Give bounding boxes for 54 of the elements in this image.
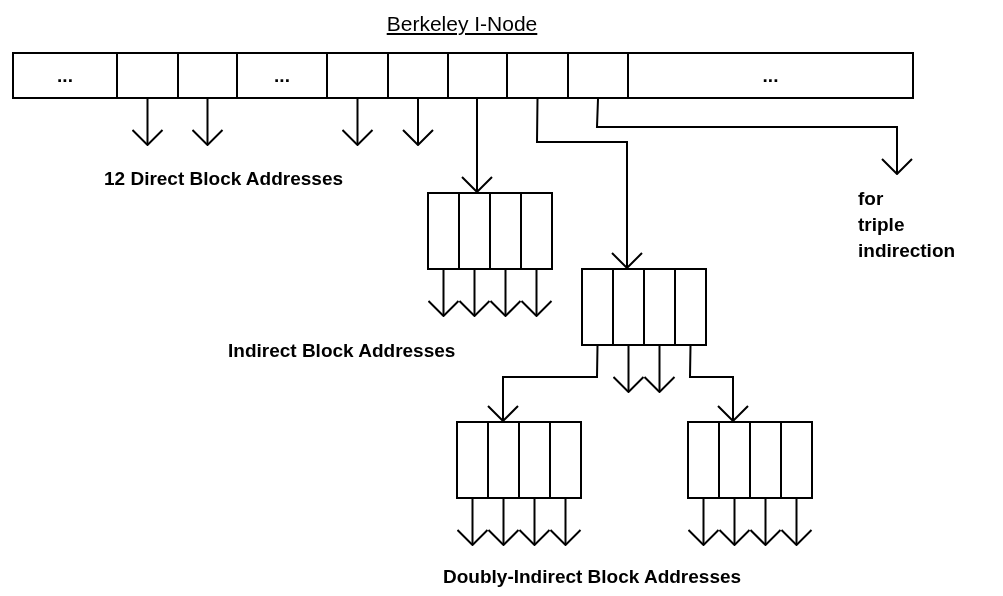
caption-label: 12 Direct Block Addresses [104, 168, 344, 190]
address-cell [520, 192, 553, 270]
address-cell [612, 268, 645, 346]
address-cell [518, 421, 551, 499]
arrow [456, 498, 489, 546]
address-cell [456, 421, 489, 499]
arrow [489, 269, 522, 317]
arrow [536, 98, 643, 269]
address-cell [549, 421, 582, 499]
address-cell [674, 268, 707, 346]
note-text: for triple indirection [858, 174, 973, 264]
arrow [131, 98, 164, 146]
address-cell [581, 268, 614, 346]
inode-field: ... [627, 52, 914, 99]
arrow [487, 498, 520, 546]
arrow [427, 269, 460, 317]
arrow [487, 345, 599, 422]
arrow [458, 269, 491, 317]
arrow [643, 345, 676, 393]
address-cell [780, 421, 813, 499]
inode-field: ... [236, 52, 328, 99]
address-cell [326, 52, 389, 99]
arrow [520, 269, 553, 317]
address-cell [487, 421, 520, 499]
arrow [689, 345, 749, 422]
address-cell [489, 192, 522, 270]
address-cell [506, 52, 569, 99]
arrow [749, 498, 782, 546]
address-cell [116, 52, 179, 99]
caption-label: Indirect Block Addresses [228, 340, 456, 362]
arrow [612, 345, 645, 393]
address-cell [177, 52, 238, 99]
arrow [341, 98, 374, 146]
inode-field: ... [12, 52, 118, 99]
address-cell [447, 52, 508, 99]
arrow [518, 498, 551, 546]
address-cell [718, 421, 751, 499]
address-cell [643, 268, 676, 346]
arrow [780, 498, 813, 546]
arrow [595, 98, 913, 175]
address-cell [458, 192, 491, 270]
title: Berkeley I-Node [386, 12, 538, 36]
address-cell [749, 421, 782, 499]
address-cell [567, 52, 629, 99]
arrow [461, 98, 493, 193]
arrow [549, 498, 582, 546]
address-cell [687, 421, 720, 499]
arrow [402, 98, 434, 146]
arrow [687, 498, 720, 546]
address-cell [427, 192, 460, 270]
caption-label: Doubly-Indirect Block Addresses [443, 566, 742, 588]
arrow [191, 98, 224, 146]
arrow [718, 498, 751, 546]
address-cell [387, 52, 449, 99]
